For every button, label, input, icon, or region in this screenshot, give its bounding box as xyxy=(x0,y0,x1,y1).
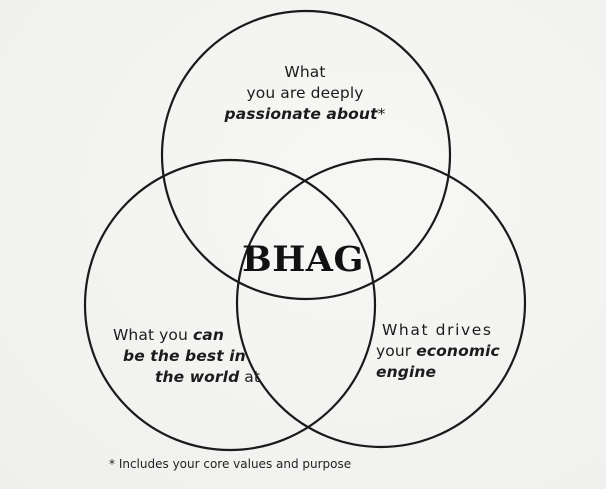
engine-line-2-emphasis: economic xyxy=(416,342,500,361)
passion-label: What you are deeply passionate about* xyxy=(200,62,410,125)
passion-line-1: What xyxy=(284,63,326,81)
circle-best-in-world xyxy=(83,158,377,452)
best-line-3: the world at xyxy=(113,367,273,388)
best-line-1-emphasis: can xyxy=(192,326,224,344)
best-line-1-plain: What you xyxy=(113,326,193,344)
engine-line-3: engine xyxy=(368,362,528,383)
best-in-world-label: What you can be the best in the world at xyxy=(113,325,273,388)
passion-line-3: passionate about* xyxy=(200,104,410,125)
passion-line-2: you are deeply xyxy=(246,84,364,103)
best-line-3-plain: at xyxy=(239,368,261,387)
best-line-1: What you can xyxy=(113,325,273,346)
best-line-2: be the best in xyxy=(113,346,273,367)
passion-asterisk: * xyxy=(377,105,386,124)
circle-passion xyxy=(160,9,452,301)
best-line-3-emphasis: the world xyxy=(155,368,240,387)
circle-economic-engine xyxy=(235,157,527,449)
footnote: * Includes your core values and purpose xyxy=(109,457,352,471)
best-line-2-emphasis: be the best in xyxy=(123,347,246,366)
engine-line-1: What drives xyxy=(382,321,493,339)
passion-emphasis: passionate about xyxy=(224,105,378,124)
engine-line-2-plain: your xyxy=(376,342,417,361)
bhag-label: BHAG xyxy=(242,239,364,280)
engine-line-2: your economic xyxy=(368,341,528,362)
economic-engine-label: What drives your economic engine xyxy=(368,320,528,383)
engine-line-3-emphasis: engine xyxy=(376,363,437,382)
